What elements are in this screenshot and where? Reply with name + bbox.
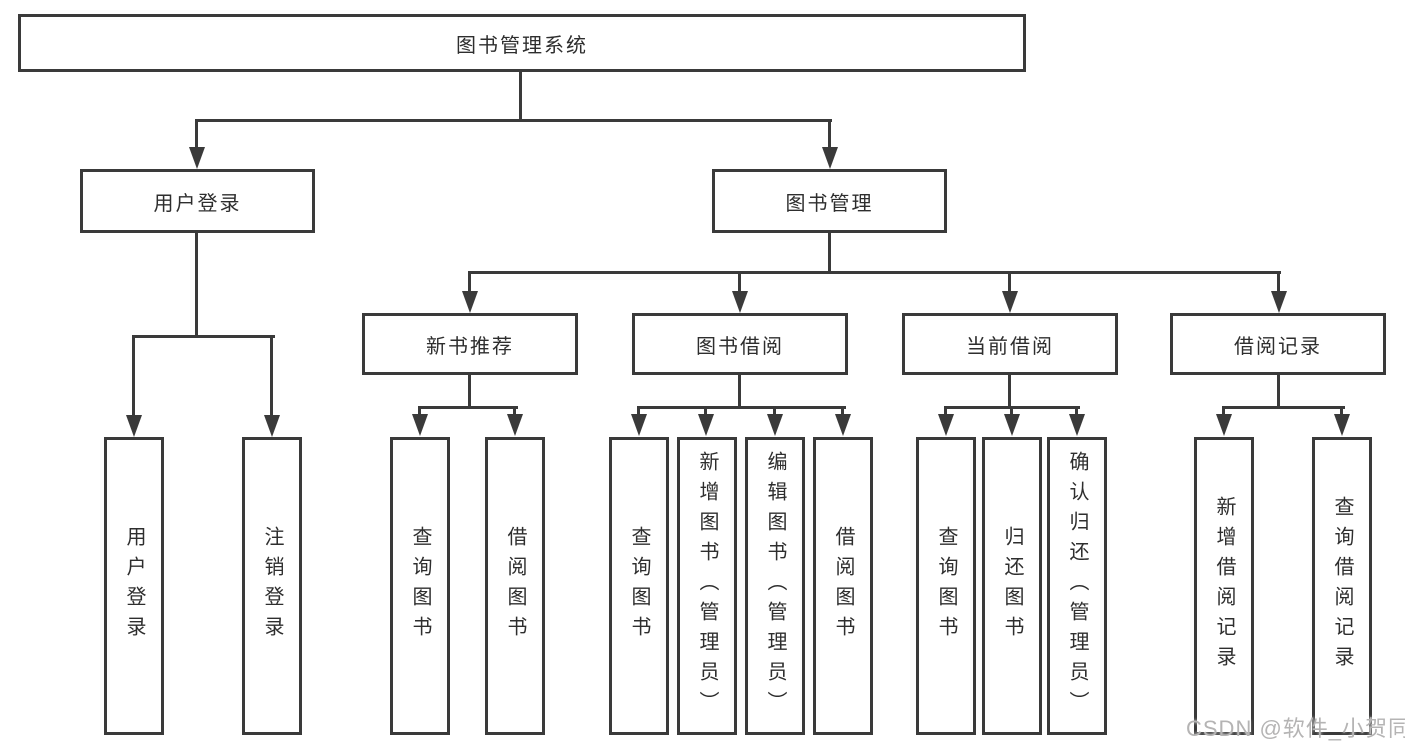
connector-line [132, 335, 135, 417]
node-borrowing-records-label: 借阅记录 [1234, 335, 1322, 358]
arrowhead-icon [126, 415, 142, 437]
arrowhead-icon [507, 414, 523, 436]
leaf-confirm-return-admin-label: 确认归还（管理员） [1066, 451, 1088, 721]
leaf-add-book-admin-label: 新增图书（管理员） [696, 451, 718, 721]
node-new-book-recommendation-label: 新书推荐 [426, 335, 514, 358]
connector-line [469, 271, 1281, 274]
arrowhead-icon [264, 415, 280, 437]
connector-line [418, 406, 421, 418]
connector-line [738, 271, 741, 294]
leaf-borrowing-query-books: 查询图书 [609, 437, 669, 735]
leaf-current-query-books: 查询图书 [916, 437, 976, 735]
node-current-borrowing: 当前借阅 [902, 313, 1118, 375]
watermark: CSDN @软件_小贺同学 [1186, 716, 1405, 741]
connector-line [196, 119, 832, 122]
connector-line [1340, 406, 1343, 418]
arrowhead-icon [1002, 291, 1018, 313]
arrowhead-icon [698, 414, 714, 436]
node-book-borrowing: 图书借阅 [632, 313, 848, 375]
leaf-logout-label: 注销登录 [261, 526, 283, 646]
leaf-logout: 注销登录 [242, 437, 302, 735]
leaf-recommend-borrow-books-label: 借阅图书 [504, 526, 526, 646]
node-current-borrowing-label: 当前借阅 [966, 335, 1054, 358]
node-user-login-label: 用户登录 [153, 192, 242, 215]
leaf-query-borrow-record: 查询借阅记录 [1312, 437, 1372, 735]
connector-line [704, 406, 707, 418]
node-root: 图书管理系统 [18, 14, 1026, 72]
leaf-add-borrow-record-label: 新增借阅记录 [1213, 496, 1235, 676]
leaf-confirm-return-admin: 确认归还（管理员） [1047, 437, 1107, 735]
connector-line [828, 232, 831, 273]
connector-line [468, 374, 471, 408]
arrowhead-icon [412, 414, 428, 436]
leaf-borrowing-query-books-label: 查询图书 [628, 526, 650, 646]
leaf-user-login-label: 用户登录 [123, 526, 145, 646]
arrowhead-icon [189, 147, 205, 169]
arrowhead-icon [1334, 414, 1350, 436]
connector-line [1222, 406, 1345, 409]
leaf-current-query-books-label: 查询图书 [935, 526, 957, 646]
leaf-edit-book-admin: 编辑图书（管理员） [745, 437, 805, 735]
connector-line [1277, 374, 1280, 408]
connector-line [1008, 271, 1011, 294]
connector-line [133, 335, 275, 338]
node-user-login: 用户登录 [80, 169, 315, 233]
connector-line [1075, 406, 1078, 418]
node-borrowing-records: 借阅记录 [1170, 313, 1386, 375]
connector-line [738, 374, 741, 408]
node-root-label: 图书管理系统 [456, 34, 588, 57]
arrowhead-icon [1004, 414, 1020, 436]
arrowhead-icon [938, 414, 954, 436]
arrowhead-icon [1271, 291, 1287, 313]
leaf-user-login: 用户登录 [104, 437, 164, 735]
arrowhead-icon [732, 291, 748, 313]
connector-line [1010, 406, 1013, 418]
arrowhead-icon [767, 414, 783, 436]
connector-line [637, 406, 640, 418]
leaf-return-books: 归还图书 [982, 437, 1042, 735]
leaf-borrowing-borrow-books-label: 借阅图书 [832, 526, 854, 646]
connector-line [468, 271, 471, 294]
connector-line [519, 71, 522, 121]
arrowhead-icon [1069, 414, 1085, 436]
connector-line [195, 119, 198, 149]
connector-line [195, 232, 198, 337]
leaf-add-borrow-record: 新增借阅记录 [1194, 437, 1254, 735]
leaf-borrowing-borrow-books: 借阅图书 [813, 437, 873, 735]
connector-line [1008, 374, 1011, 408]
leaf-add-book-admin: 新增图书（管理员） [677, 437, 737, 735]
connector-line [773, 406, 776, 418]
arrowhead-icon [462, 291, 478, 313]
node-book-management: 图书管理 [712, 169, 947, 233]
connector-line [270, 335, 273, 417]
connector-line [637, 406, 846, 409]
arrowhead-icon [835, 414, 851, 436]
connector-line [418, 406, 518, 409]
leaf-query-borrow-record-label: 查询借阅记录 [1331, 496, 1353, 676]
connector-line [1277, 271, 1280, 294]
connector-line [841, 406, 844, 418]
leaf-recommend-borrow-books: 借阅图书 [485, 437, 545, 735]
arrowhead-icon [1216, 414, 1232, 436]
node-book-borrowing-label: 图书借阅 [696, 335, 784, 358]
node-new-book-recommendation: 新书推荐 [362, 313, 578, 375]
arrowhead-icon [631, 414, 647, 436]
connector-line [944, 406, 947, 418]
connector-line [1222, 406, 1225, 418]
connector-line [513, 406, 516, 418]
leaf-recommend-query-books-label: 查询图书 [409, 526, 431, 646]
node-book-management-label: 图书管理 [785, 192, 874, 215]
connector-line [828, 119, 831, 149]
arrowhead-icon [822, 147, 838, 169]
leaf-edit-book-admin-label: 编辑图书（管理员） [764, 451, 786, 721]
leaf-return-books-label: 归还图书 [1001, 526, 1023, 646]
leaf-recommend-query-books: 查询图书 [390, 437, 450, 735]
